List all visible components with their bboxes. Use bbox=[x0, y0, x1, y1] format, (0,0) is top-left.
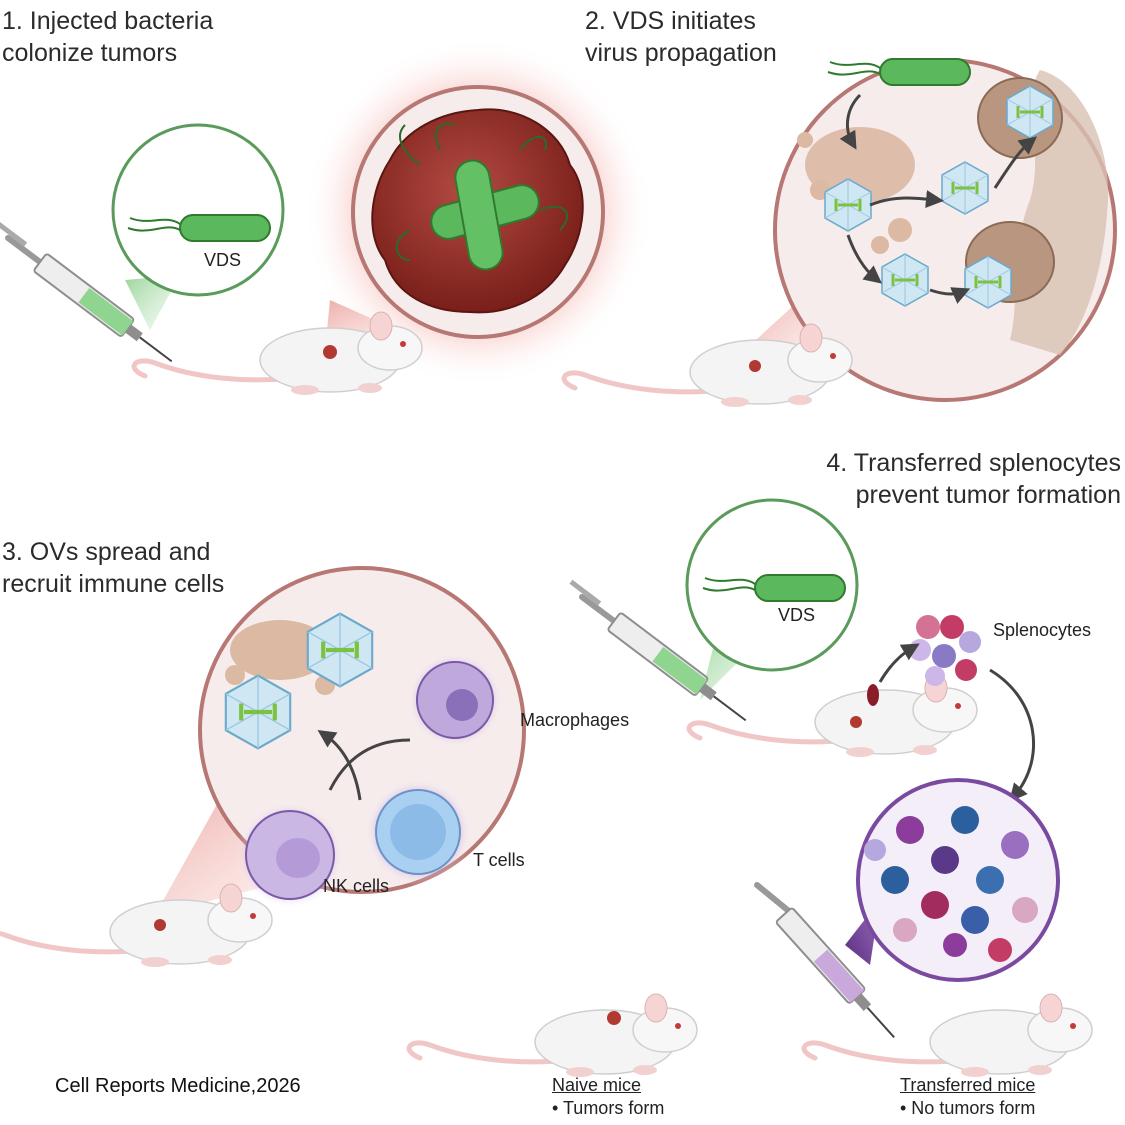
propagation-arrows bbox=[839, 93, 1038, 304]
step-2-title-line2: virus propagation bbox=[585, 39, 777, 67]
naive-mice-heading: Naive mice bbox=[552, 1075, 642, 1095]
step-3-title-line1: 3. OVs spread and bbox=[2, 538, 211, 566]
mouse-1-tumor bbox=[323, 345, 337, 359]
macrophages-label: Macrophages bbox=[520, 710, 630, 730]
naive-mice-result: • Tumors form bbox=[552, 1098, 665, 1118]
transfer-arrows bbox=[878, 643, 1036, 802]
transferred-mice-heading: Transferred mice bbox=[900, 1075, 1036, 1095]
citation: Cell Reports Medicine,2026 bbox=[55, 1075, 301, 1097]
panel-4 bbox=[409, 498, 1092, 1077]
bacterium-in-tumor-2 bbox=[454, 159, 504, 271]
step-1-title-line1: 1. Injected bacteria bbox=[2, 7, 214, 35]
mouse-4-donor bbox=[689, 674, 977, 757]
mouse-3-tumor bbox=[154, 919, 166, 931]
nk-cell bbox=[236, 801, 344, 909]
step-3-title-line2: recruit immune cells bbox=[2, 570, 225, 598]
step-4-title-line1: 4. Transferred splenocytes bbox=[826, 449, 1121, 477]
mouse-4-spleen bbox=[867, 684, 879, 706]
step-4-title-line2: prevent tumor formation bbox=[855, 481, 1121, 509]
mouse-transferred bbox=[804, 994, 1092, 1077]
splenocyte-cluster bbox=[909, 615, 981, 686]
step-1-title-line2: colonize tumors bbox=[2, 39, 178, 67]
vds-bacterium-2 bbox=[827, 58, 971, 86]
vds-label-4: VDS bbox=[778, 605, 816, 625]
nk-cells-label: NK cells bbox=[323, 876, 390, 896]
step-3-title: 3. OVs spread and recruit immune cells bbox=[2, 536, 224, 600]
vds-label-1: VDS bbox=[204, 250, 242, 270]
step-4-title: 4. Transferred splenocytes prevent tumor… bbox=[826, 447, 1121, 511]
vds-circle-1 bbox=[111, 123, 285, 297]
step-1-title: 1. Injected bacteria colonize tumors bbox=[2, 5, 213, 69]
transferred-mice-result: • No tumors form bbox=[900, 1098, 1036, 1118]
mouse-naive-tumor bbox=[607, 1011, 621, 1025]
mouse-3 bbox=[0, 884, 272, 967]
mouse-4-tumor bbox=[850, 716, 862, 728]
step-2-title: 2. VDS initiates virus propagation bbox=[585, 5, 777, 69]
t-cell bbox=[364, 778, 472, 886]
mouse-1 bbox=[134, 312, 422, 395]
panel-2 bbox=[564, 58, 1117, 407]
macrophage bbox=[407, 652, 503, 748]
recruit-arrows bbox=[317, 730, 411, 801]
tumor-bacteria bbox=[395, 122, 569, 261]
mouse-2-tumor bbox=[749, 360, 761, 372]
mouse-naive bbox=[409, 994, 697, 1077]
mouse-2 bbox=[564, 324, 852, 407]
panel-1 bbox=[0, 37, 653, 395]
step-2-title-line1: 2. VDS initiates bbox=[585, 7, 756, 35]
panel-3 bbox=[0, 566, 526, 967]
splenocytes-label: Splenocytes bbox=[993, 620, 1092, 640]
splenocyte-population bbox=[864, 806, 1038, 962]
syringe-transfer bbox=[754, 882, 895, 1039]
t-cells-label: T cells bbox=[473, 850, 525, 870]
